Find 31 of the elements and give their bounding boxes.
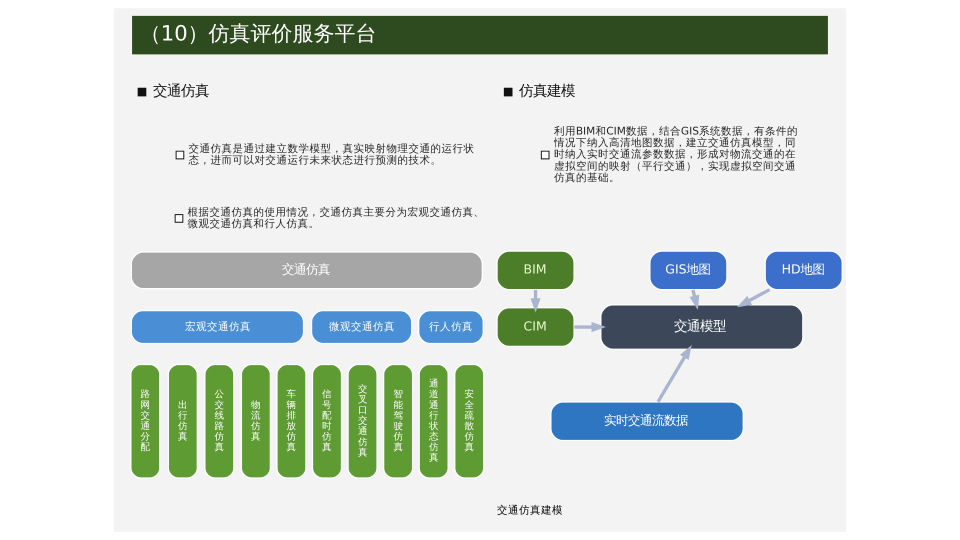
node-box: 交通模型 xyxy=(600,304,804,350)
node-box: GIS地图 xyxy=(649,250,728,290)
label: 利用BIM和CIM数据，结合GIS系统数据，有条件的情况下纳入高清地图数据，建立交通仿真模型，同时纳入实时交通流参数数据，形成对物流交通的在虚拟空间的映射（平行交通），实现虚拟空间交通仿真的基础。 xyxy=(554,126,798,184)
node-box: 出行仿真 xyxy=(168,364,198,479)
node-box: 路网交通分配 xyxy=(130,364,160,479)
node-box: BIM xyxy=(496,250,575,290)
node-box: HD地图 xyxy=(764,250,843,290)
node-box: 车辆排放仿真 xyxy=(276,364,306,479)
node-box: 物流仿真 xyxy=(240,364,271,479)
label: 交通仿真是通过建立数学模型，真实映射物理交通的运行状态，进而可以对交通运行未来状态进行预测的技术。 xyxy=(188,142,475,166)
arrow xyxy=(736,288,770,308)
node-box: 信号配时仿真 xyxy=(312,364,342,479)
label: 仿真建模 xyxy=(519,83,576,100)
label: 交通仿真 xyxy=(153,83,210,100)
node-box: CIM xyxy=(496,307,575,347)
diagram-title: （10）仿真评价服务平台 xyxy=(140,20,377,46)
node-box: 交通仿真 xyxy=(130,252,483,290)
node-box: 交叉口交通仿真 xyxy=(348,364,378,479)
arrow xyxy=(530,290,541,313)
node-box: 公交线路仿真 xyxy=(204,364,234,479)
node-box: 微观交通仿真 xyxy=(311,310,412,344)
arrow xyxy=(574,322,606,332)
node-box: 智能驾驶仿真 xyxy=(383,364,414,479)
arrow xyxy=(656,345,692,403)
node-box: 行人仿真 xyxy=(418,310,484,344)
label: 根据交通仿真的使用情况，交通仿真主要分为宏观交通仿真、微观交通仿真和行人仿真。 xyxy=(188,206,485,230)
node-box: 安全疏散仿真 xyxy=(454,364,484,479)
node-box: 通道通行状态仿真 xyxy=(418,364,449,479)
node-box: 宏观交通仿真 xyxy=(130,310,304,344)
node-box: 实时交通流数据 xyxy=(550,401,744,442)
caption: 交通仿真建模 xyxy=(497,504,564,516)
